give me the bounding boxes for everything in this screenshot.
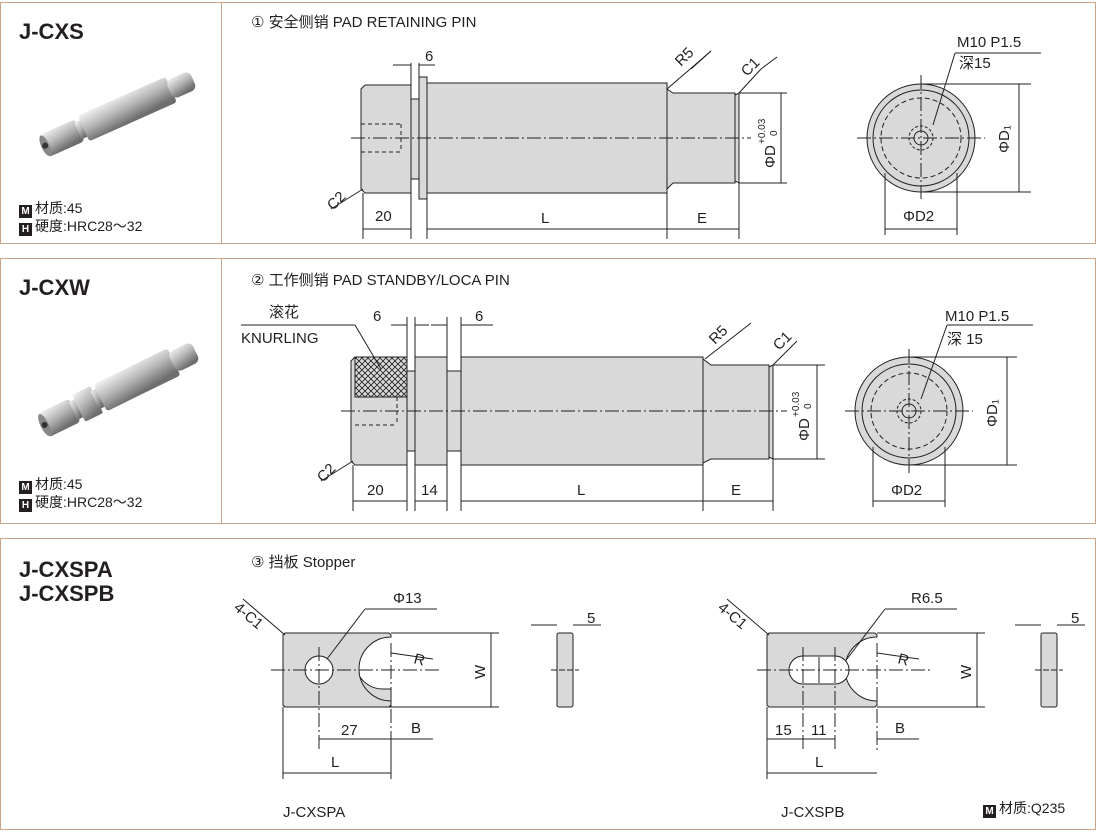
material-badge-icon: M [983, 805, 996, 818]
stopper-label-b: J-CXSPB [781, 804, 844, 821]
dim-4c1-b: 4-C1 [714, 599, 750, 633]
dim-phid: ΦD [796, 418, 813, 441]
section-j-cxsp: J-CXSPA J-CXSPB ③ 挡板 Stopper 4-C1 Φ13 R … [0, 538, 1096, 830]
dim-r5: R5 [706, 322, 732, 348]
product-code-b: J-CXSPB [19, 581, 115, 606]
dim-11: 11 [811, 722, 827, 739]
dim-l-a: L [331, 754, 339, 771]
dim-20: 20 [375, 208, 392, 225]
product-code: J-CXS [19, 19, 84, 44]
dim-d1: ΦD₁ [996, 125, 1013, 153]
dim-r-b: R [896, 650, 911, 669]
dim-r65: R6.5 [911, 590, 943, 607]
product-code-a: J-CXSPA [19, 557, 113, 582]
dim-r-a: R [412, 650, 427, 669]
knurl-label-cn: 滚花 [269, 304, 299, 321]
pin-3d-image [39, 72, 196, 157]
section-title: ② 工作侧销 PAD STANDBY/LOCA PIN [251, 272, 510, 289]
dim-5-a: 5 [587, 610, 595, 627]
dim-6a: 6 [373, 308, 381, 325]
dim-27: 27 [341, 722, 358, 739]
dim-c1: C1 [770, 328, 796, 354]
stopper-drawing: 4-C1 Φ13 R W 27 B L J-CXSPA 5 4-C1 R6.5 … [230, 590, 1085, 821]
dim-d1: ΦD₁ [984, 399, 1001, 427]
dim-thread: M10 P1.5 [945, 308, 1009, 325]
dim-tol-lo: 0 [769, 130, 780, 136]
dim-l: L [577, 482, 585, 499]
dim-14: 14 [421, 482, 438, 499]
dim-tol-lo: 0 [803, 403, 814, 409]
pin-drawing-2: 滚花 KNURLING 6 6 20 14 L E R5 C1 C2 ΦD +0… [241, 304, 1033, 511]
dim-c2: C2 [324, 188, 350, 214]
dim-w-b: W [958, 664, 975, 679]
dim-b-b: B [895, 720, 905, 737]
hardness-text: 硬度:HRC28～32 [35, 218, 143, 234]
dim-thread: M10 P1.5 [957, 34, 1021, 51]
stopper-label-a: J-CXSPA [283, 804, 345, 821]
dim-l: L [541, 210, 549, 227]
dim-tol-up: +0.03 [791, 391, 802, 417]
material-text: 材质:Q235 [999, 800, 1066, 816]
dim-b-a: B [411, 720, 421, 737]
dim-c2: C2 [314, 460, 340, 486]
hardness-badge-icon: H [19, 499, 32, 512]
dim-depth: 深 15 [947, 331, 983, 348]
dim-phid: ΦD [762, 145, 779, 168]
section-title: ③ 挡板 Stopper [251, 554, 356, 571]
pin-3d-image [38, 343, 199, 437]
dim-6: 6 [425, 48, 433, 65]
material-badge-icon: M [19, 205, 32, 218]
dim-w-a: W [472, 664, 489, 679]
dim-e: E [731, 482, 741, 499]
dim-e: E [697, 210, 707, 227]
material-badge-icon: M [19, 481, 32, 494]
pin-drawing-1: 6 20 L E R5 C1 C2 ΦD +0.03 0 M10 P1.5 深1… [324, 34, 1041, 239]
dim-20: 20 [367, 482, 384, 499]
dim-c1: C1 [738, 54, 764, 80]
hardness-text: 硬度:HRC28～32 [35, 494, 143, 510]
material-text: 材质:45 [35, 200, 83, 216]
dim-l-b: L [815, 754, 823, 771]
knurl-label-en: KNURLING [241, 330, 319, 347]
dim-tol-up: +0.03 [757, 118, 768, 144]
dim-4c1-a: 4-C1 [230, 599, 266, 633]
dim-15: 15 [775, 722, 792, 739]
dim-phi13: Φ13 [393, 590, 422, 607]
dim-d2: ΦD2 [891, 482, 922, 499]
section-title: ① 安全侧销 PAD RETAINING PIN [251, 14, 477, 31]
dim-5-b: 5 [1071, 610, 1079, 627]
product-code: J-CXW [19, 275, 90, 300]
hardness-badge-icon: H [19, 223, 32, 236]
dim-depth: 深15 [959, 55, 991, 72]
dim-6b: 6 [475, 308, 483, 325]
material-text: 材质:45 [35, 476, 83, 492]
dim-d2: ΦD2 [903, 208, 934, 225]
